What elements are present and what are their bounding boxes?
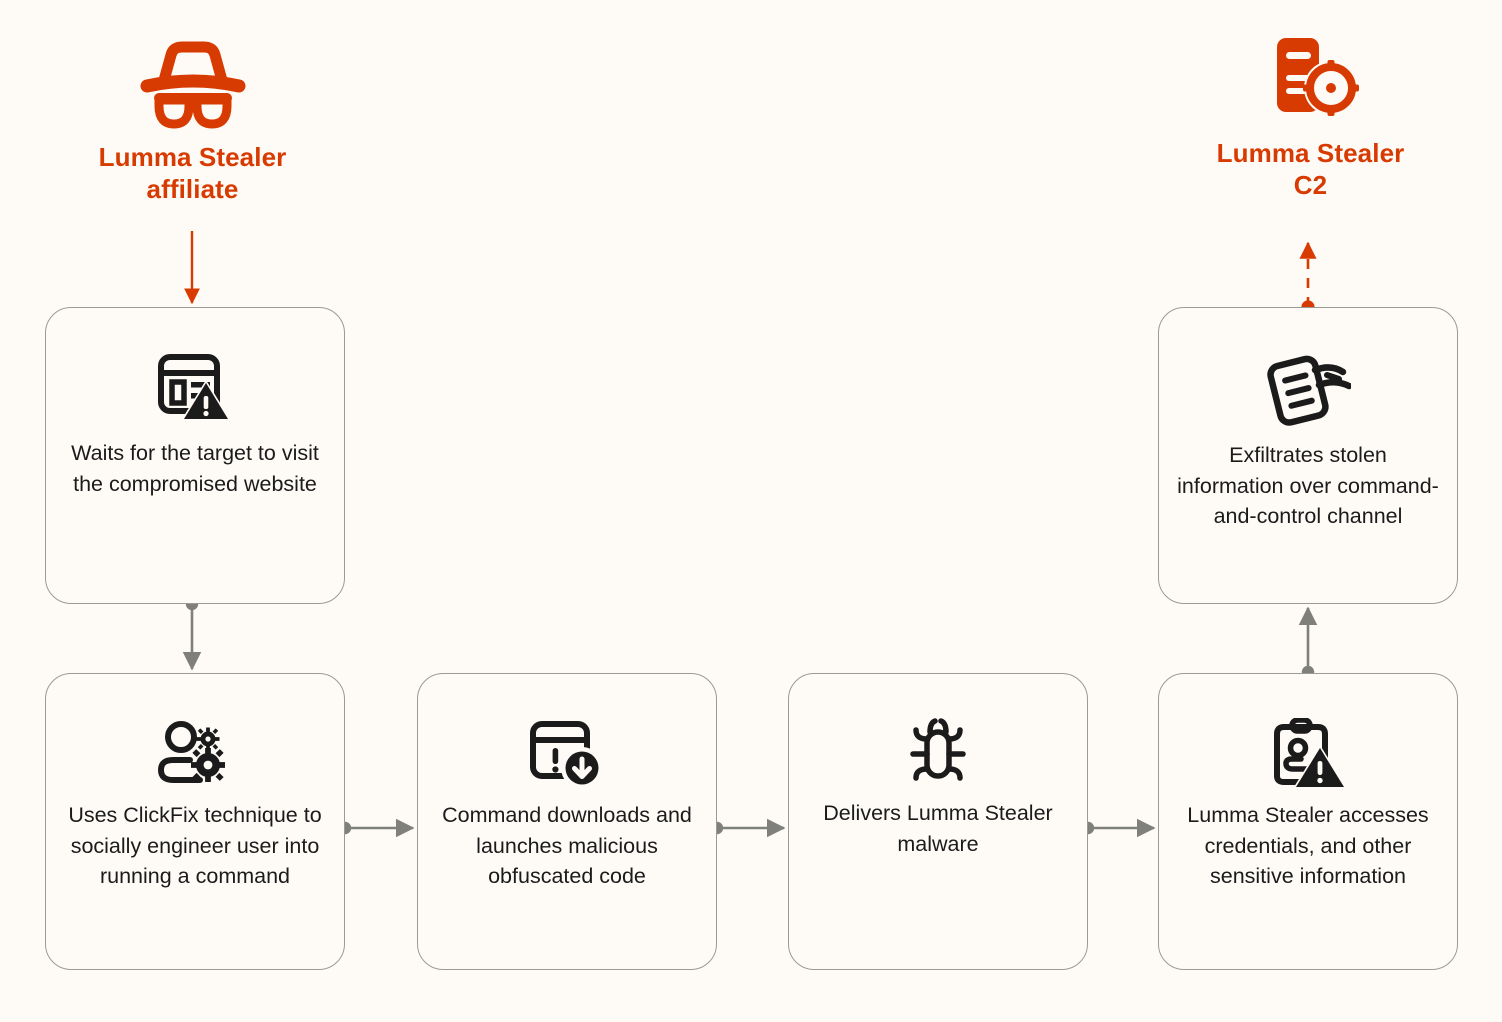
connector-clickfix-to-download xyxy=(338,818,415,838)
connector-download-to-deliver xyxy=(710,818,786,838)
document-exfiltration-icon xyxy=(1265,352,1353,426)
step-box-accesses-credentials[interactable]: Lumma Stealer accesses credentials, and … xyxy=(1158,673,1458,970)
window-alert-download-icon xyxy=(528,718,606,790)
clipboard-user-warning-icon xyxy=(1269,717,1347,790)
step-text: Delivers Lumma Stealer malware xyxy=(823,801,1053,856)
connector-exfil-to-c2 xyxy=(1299,241,1317,314)
step-box-command-downloads[interactable]: Command downloads and launches malicious… xyxy=(417,673,717,970)
bug-icon xyxy=(902,718,974,788)
browser-warning-icon xyxy=(156,352,234,424)
actor-lumma-stealer-c2: Lumma Stealer C2 xyxy=(1178,30,1443,201)
step-box-clickfix-technique[interactable]: Uses ClickFix technique to socially engi… xyxy=(45,673,345,970)
connector-access-to-exfil xyxy=(1298,606,1318,679)
incognito-spy-icon xyxy=(60,38,325,134)
actor-label: Lumma Stealer affiliate xyxy=(98,142,287,204)
server-target-icon xyxy=(1178,30,1443,130)
actor-label: Lumma Stealer C2 xyxy=(1216,138,1405,200)
step-box-waits-for-target[interactable]: Waits for the target to visit the compro… xyxy=(45,307,345,604)
connector-wait-to-clickfix xyxy=(182,597,202,671)
step-text: Uses ClickFix technique to socially engi… xyxy=(68,803,322,889)
step-text: Exfiltrates stolen information over comm… xyxy=(1177,443,1439,529)
user-gears-icon xyxy=(156,718,234,790)
step-text: Command downloads and launches malicious… xyxy=(442,803,692,889)
actor-lumma-stealer-affiliate: Lumma Stealer affiliate xyxy=(60,38,325,205)
connector-deliver-to-access xyxy=(1081,818,1156,838)
step-box-delivers-malware[interactable]: Delivers Lumma Stealer malware xyxy=(788,673,1088,970)
step-text: Waits for the target to visit the compro… xyxy=(71,441,319,496)
step-box-exfiltrates-information[interactable]: Exfiltrates stolen information over comm… xyxy=(1158,307,1458,604)
step-text: Lumma Stealer accesses credentials, and … xyxy=(1187,803,1429,889)
